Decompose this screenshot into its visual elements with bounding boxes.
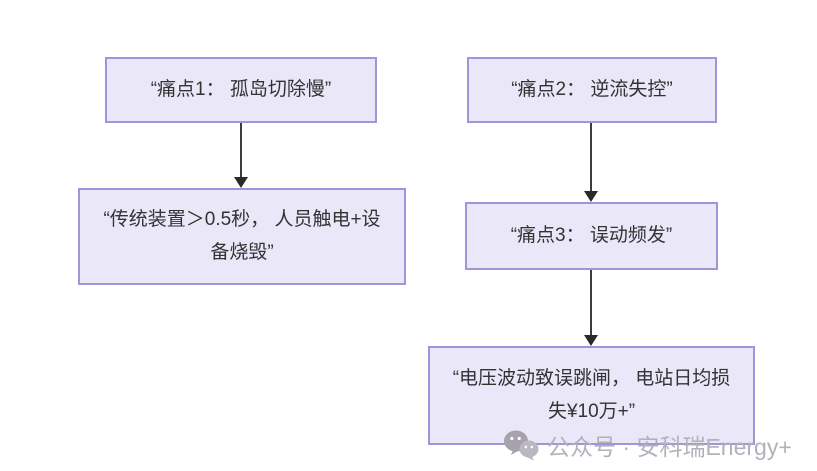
node-pain1-label: “痛点1： 孤岛切除慢” (150, 78, 332, 100)
arrow-head (234, 177, 248, 188)
arrow-shaft (590, 270, 592, 335)
node-pain3-detail: “电压波动致误跳闸， 电站日均损失¥10万+” (428, 346, 755, 445)
arrow-down-icon (584, 123, 598, 202)
arrow-down-icon (234, 123, 248, 188)
node-pain3-label: “痛点3： 误动频发” (510, 224, 673, 246)
node-pain3-detail-label: “电压波动致误跳闸， 电站日均损失¥10万+” (452, 368, 731, 422)
arrow-shaft (240, 123, 242, 177)
arrow-shaft (590, 123, 592, 191)
node-pain2-label: “痛点2： 逆流失控” (511, 78, 673, 100)
node-pain1-detail-label: “传统装置＞0.5秒， 人员触电+设备烧毁” (103, 209, 381, 263)
arrow-head (584, 191, 598, 202)
watermark: 公众号 · 安科瑞Energy+ (503, 428, 792, 462)
wechat-icon (504, 430, 539, 461)
node-pain1: “痛点1： 孤岛切除慢” (105, 57, 377, 123)
node-pain2: “痛点2： 逆流失控” (467, 57, 717, 123)
arrow-down-icon (584, 270, 598, 346)
node-pain1-detail: “传统装置＞0.5秒， 人员触电+设备烧毁” (78, 188, 406, 285)
arrow-head (584, 335, 598, 346)
watermark-label: 公众号 · 安科瑞Energy+ (547, 434, 792, 460)
node-pain3: “痛点3： 误动频发” (465, 202, 718, 270)
